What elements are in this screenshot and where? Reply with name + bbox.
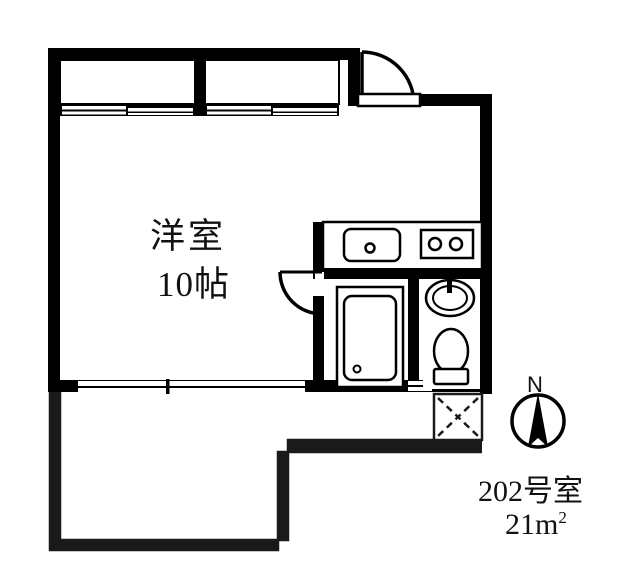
compass-rose	[510, 393, 566, 449]
entrance-threshold	[408, 381, 432, 391]
interior-door-swing	[278, 268, 324, 316]
two-burner-stove	[419, 228, 475, 260]
window-bottom	[78, 379, 305, 394]
kitchen-sink	[342, 227, 402, 263]
washbasin	[423, 277, 480, 329]
window-top-left	[59, 59, 196, 116]
kitchen-counter	[321, 220, 484, 272]
balcony	[48, 388, 482, 552]
window-mullion	[195, 48, 206, 116]
bathtub	[335, 285, 405, 389]
window-top-right	[204, 59, 340, 116]
toilet	[423, 327, 480, 389]
utility-walls	[313, 222, 492, 392]
genkan-entrance	[432, 392, 484, 442]
entry-door-swing	[356, 50, 422, 108]
